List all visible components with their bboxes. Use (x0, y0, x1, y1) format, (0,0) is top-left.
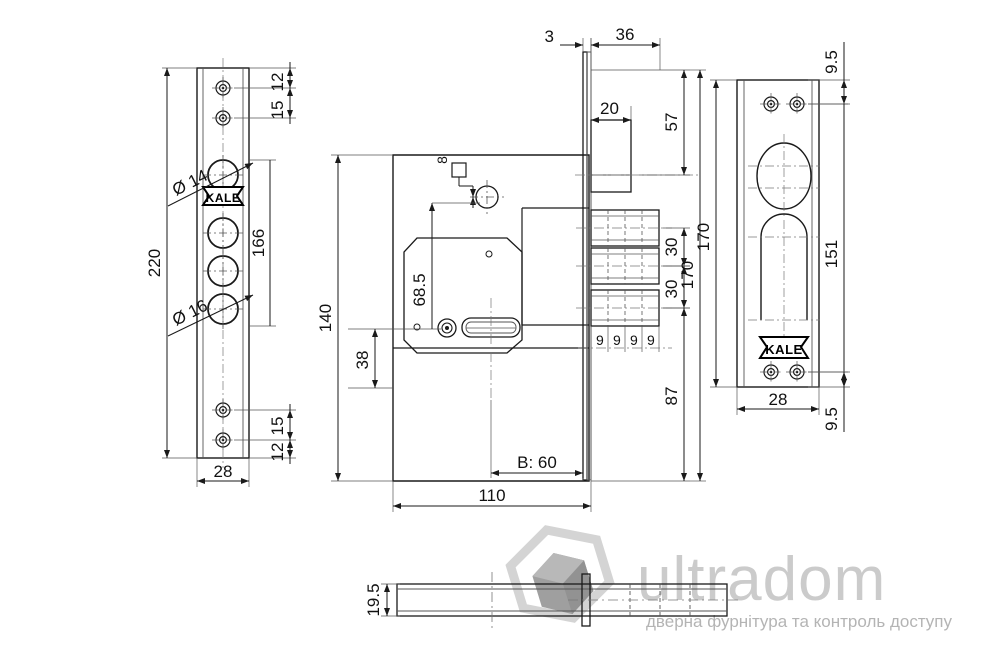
dim-bottom-stack: 15 12 (234, 404, 296, 464)
dim-140: 140 (316, 154, 393, 482)
dim-170-main-label: 170 (678, 261, 697, 289)
strike-plate-bolt-slot (748, 213, 820, 342)
dim-38: 38 (348, 328, 410, 389)
cylinder-hole (437, 318, 457, 338)
dim-9-5-bottom: 9.5 (808, 371, 850, 432)
dim-170-strike-label: 170 (694, 223, 713, 251)
dim-backset: B: 60 (490, 400, 584, 481)
dim-140-label: 140 (316, 304, 335, 332)
kale-logo-right: KALE (758, 336, 810, 359)
dim-68-5-label: 68.5 (410, 273, 429, 306)
dim-20: 20 (590, 99, 632, 123)
dim-20-label: 20 (600, 99, 619, 118)
dim-166-label: 166 (249, 229, 268, 257)
dim-87-label: 87 (662, 387, 681, 406)
dim-36-label: 36 (616, 25, 635, 44)
bolt-detail-view: 19.5 (364, 572, 740, 628)
faceplate-hole-bolt-2 (203, 251, 243, 291)
square8-label: 8 (434, 156, 450, 164)
strike-plate-outline (736, 79, 820, 388)
dim-151: 151 (808, 103, 848, 373)
dim-220: 220 (145, 67, 197, 459)
dim-166: 166 (249, 159, 276, 327)
cylinder-plate-screw-hole-left (413, 323, 421, 331)
dim-12-top-label: 12 (268, 73, 287, 92)
dim-28-left: 28 (196, 458, 250, 487)
dim-30-b-label: 30 (662, 280, 681, 299)
dim-9-c-label: 9 (630, 332, 638, 348)
dim-28-right-label: 28 (769, 390, 788, 409)
dim-30-a-label: 30 (662, 238, 681, 257)
watermark-brand: ultradom (637, 545, 886, 614)
dim-57-label: 57 (662, 113, 681, 132)
dim-36: 36 (590, 25, 661, 70)
dim-9-a-label: 9 (596, 332, 604, 348)
dim-28-right: 28 (736, 387, 820, 415)
dim-19-5-label: 19.5 (364, 583, 383, 616)
dim-28-left-label: 28 (214, 462, 233, 481)
dim-15-bottom-label: 15 (268, 417, 287, 436)
dim-15-top-label: 15 (268, 101, 287, 120)
dim-87: 87 (591, 307, 690, 482)
dim-top-stack: 12 15 (234, 62, 296, 124)
lock-body-section-view: 9 9 9 9 (316, 25, 706, 512)
dim-170-strike: 170 (694, 79, 737, 388)
dim-9-5-top-label: 9.5 (822, 50, 841, 74)
dim-57: 57 (591, 69, 690, 176)
kale-logo-right-text: KALE (765, 342, 802, 357)
strike-plate-view: KALE 9.5 170 151 (694, 42, 850, 432)
dim-110: 110 (392, 481, 592, 512)
dim-12-bottom-label: 12 (268, 443, 287, 462)
dim-170-main: 170 (678, 69, 706, 482)
cylinder-plate (403, 237, 523, 400)
faceplate-front-view: KALE Ø 14 Ø 16 220 166 (145, 58, 296, 487)
dim-9-d-label: 9 (647, 332, 655, 348)
dim-68-5: 68.5 (410, 202, 480, 330)
square8-callout: 8 (434, 156, 476, 208)
dim-220-label: 220 (145, 249, 164, 277)
bolt-detail-outline (396, 583, 728, 617)
watermark-tagline: дверна фурнітура та контроль доступу (646, 612, 953, 631)
dim-38-label: 38 (353, 351, 372, 370)
deadbolt-1 (576, 209, 672, 247)
dim-bolt-teeth: 9 9 9 9 (578, 326, 672, 352)
dim-110-label: 110 (478, 486, 505, 505)
dim-backset-label: B: 60 (517, 453, 557, 472)
dim-9-5-bottom-label: 9.5 (822, 407, 841, 431)
deadbolt-2 (576, 247, 672, 285)
strike-plate-oval-opening (748, 134, 820, 218)
kale-logo-left: KALE (201, 186, 245, 206)
watermark: ultradom дверна фурнітура та контроль до… (505, 525, 953, 631)
dim-9-b-label: 9 (613, 332, 621, 348)
cylinder-plate-screw-hole-top (485, 250, 493, 258)
dim-151-label: 151 (822, 240, 841, 268)
kale-logo-left-text: KALE (206, 191, 241, 205)
dim-19-5: 19.5 (364, 583, 400, 617)
lock-case-outline (392, 154, 590, 482)
faceplate-hole-bolt-1 (203, 213, 243, 253)
dim-3-label: 3 (545, 27, 554, 46)
